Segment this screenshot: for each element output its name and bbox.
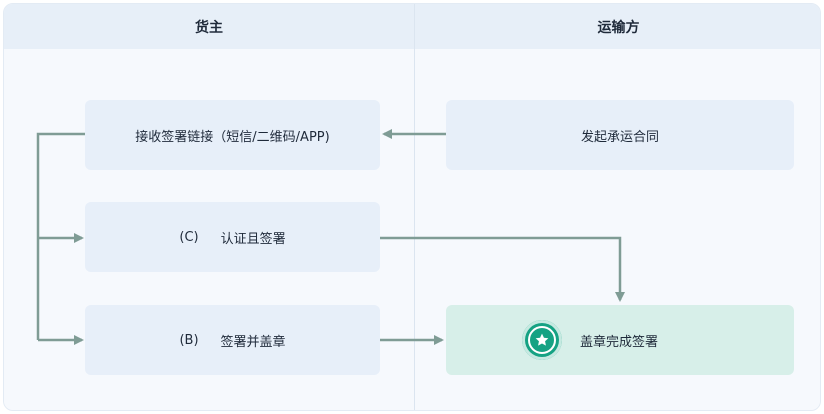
node-receive-label: 接收签署链接（短信/二维码/APP) [135,129,330,145]
node-initiate-label: 发起承运合同 [580,129,659,145]
node-option-c-label: 认证且签署 [220,231,286,247]
node-complete-label: 盖章完成签署 [579,334,658,350]
node-initiate-contract: 发起承运合同 [446,100,794,170]
star-seal-icon [521,320,562,360]
node-complete-signing: 盖章完成签署 [446,305,794,375]
lane-header-shipper: 货主 [4,4,414,49]
node-option-b-label: 签署并盖章 [220,334,286,350]
node-option-b-tag: (B) [179,332,199,348]
node-receive-link: 接收签署链接（短信/二维码/APP) [85,100,380,170]
lane-divider [414,4,415,410]
node-option-b: (B) 签署并盖章 [85,305,380,375]
node-option-c-tag: (C) [179,229,199,245]
lane-header-carrier: 运输方 [415,4,820,49]
star-icon [535,333,549,346]
node-option-c: (C) 认证且签署 [85,202,380,272]
